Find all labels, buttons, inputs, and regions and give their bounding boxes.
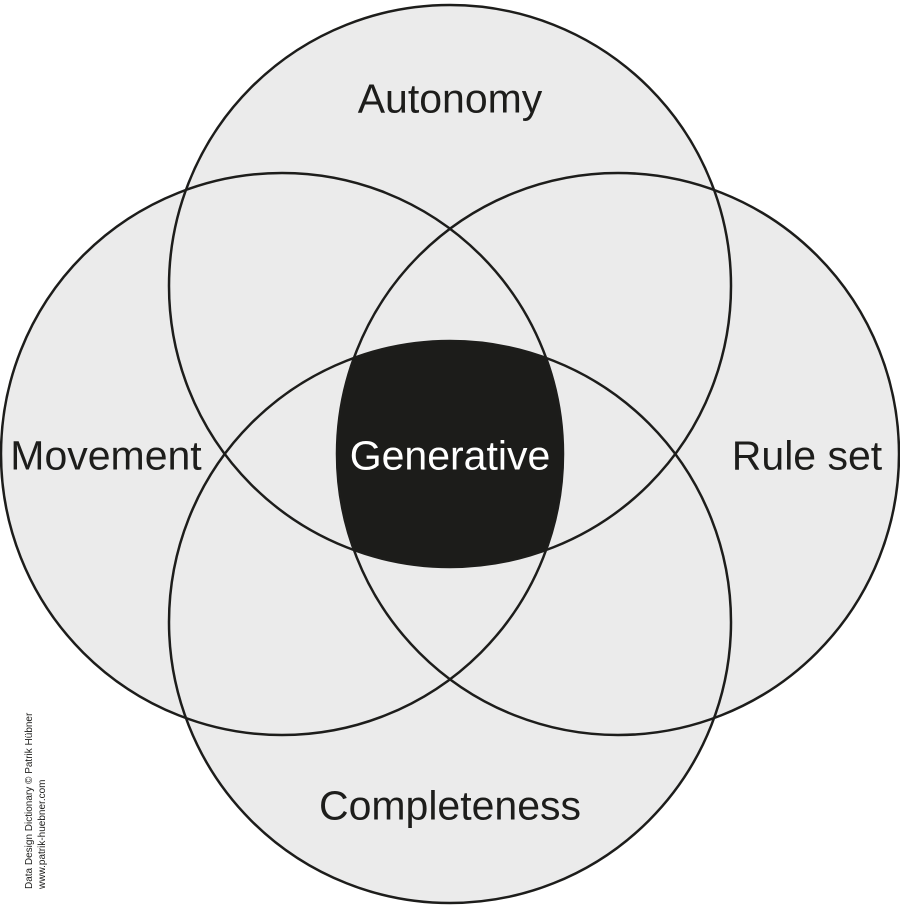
circle-label-autonomy: Autonomy <box>357 75 543 122</box>
circle-autonomy-outline <box>167 3 733 569</box>
circle-label-movement: Movement <box>10 432 202 479</box>
center-label-generative: Generative <box>349 432 551 479</box>
attribution: Data Design Dictionary © Patrik Hübner w… <box>23 713 49 889</box>
attribution-line-2: www.patrik-huebner.com <box>37 779 48 890</box>
circle-completeness <box>169 341 731 903</box>
circle-rule-set-outline <box>335 171 900 737</box>
circle-completeness-outline <box>167 339 733 905</box>
circle-movement-outline <box>0 171 565 737</box>
center-intersection-shape <box>337 341 563 567</box>
circle-label-completeness: Completeness <box>318 782 582 829</box>
circle-label-rule-set: Rule set <box>731 432 883 479</box>
attribution-line-1: Data Design Dictionary © Patrik Hübner <box>24 712 35 889</box>
